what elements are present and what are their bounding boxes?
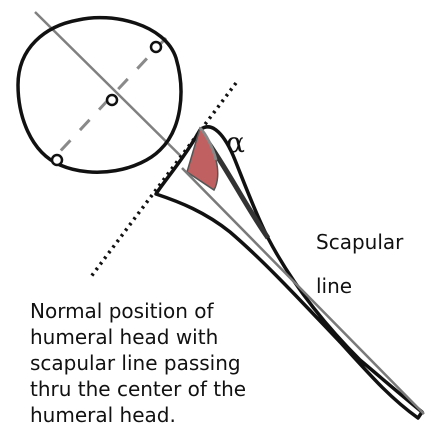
angle-alpha-label: α xyxy=(226,126,245,159)
caption-line: scapular line passing xyxy=(30,350,246,376)
humeral-head-edge-point-upper xyxy=(151,42,161,52)
caption-line: humeral head with xyxy=(30,324,246,350)
caption-line: thru the center of the xyxy=(30,376,246,402)
caption-line: humeral head. xyxy=(30,402,246,428)
scapular-line-label-word1: Scapular xyxy=(316,230,403,254)
humeral-head-edge-point-lower xyxy=(52,155,62,165)
caption-line: Normal position of xyxy=(30,298,246,324)
scapular-line-label-word2: line xyxy=(316,274,352,298)
humeral-head-center-point xyxy=(107,95,117,105)
diagram-caption: Normal position of humeral head with sca… xyxy=(30,298,246,428)
